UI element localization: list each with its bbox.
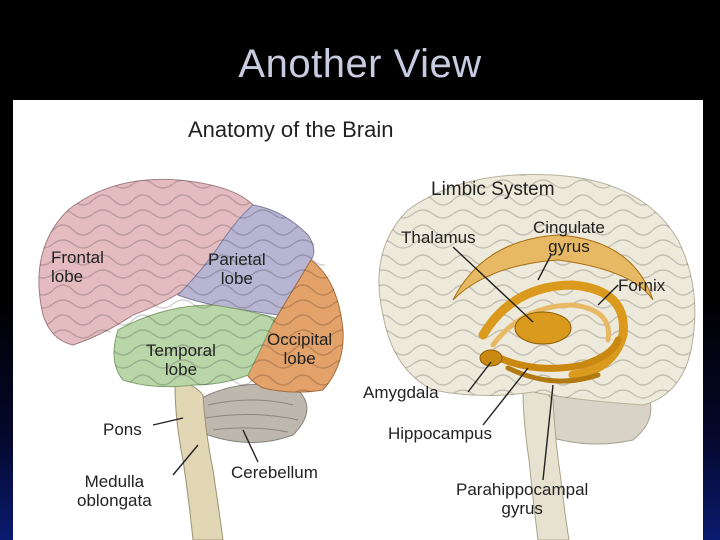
brain-illustrations [38,173,696,540]
label-parietal-lobe: Parietal lobe [208,250,266,288]
slide-title: Another View [238,42,482,86]
brainstem-shape [174,383,224,540]
anatomy-figure: Anatomy of the Brain Frontal lobe Pariet… [13,100,703,540]
limbic-system-heading: Limbic System [431,179,555,200]
diagram-heading: Anatomy of the Brain [188,117,394,142]
label-pons: Pons [103,420,142,439]
label-occipital-lobe: Occipital lobe [267,330,333,368]
hippocampus-shape [489,336,622,372]
right-brain [378,173,696,540]
left-brain [38,178,344,540]
label-cerebellum: Cerebellum [231,463,318,482]
label-hippocampus: Hippocampus [388,424,492,443]
cerebellum-shape [194,383,308,443]
label-parahippocampal-gyrus: Parahippocampal gyrus [456,480,589,518]
label-amygdala: Amygdala [363,383,439,402]
label-medulla-oblongata: Medulla oblongata [77,472,152,510]
leader-lines [152,246,619,481]
thalamus-shape [514,311,572,345]
label-fornix: Fornix [618,276,666,295]
label-thalamus: Thalamus [401,228,476,247]
cingulate-gyrus-shape [452,234,654,301]
label-cingulate-gyrus: Cingulate gyrus [533,218,605,256]
label-frontal-lobe: Frontal lobe [51,248,104,286]
label-temporal-lobe: Temporal lobe [146,341,216,379]
amygdala-shape [479,349,503,367]
right-brainstem [522,388,570,540]
parahippocampal-shape [505,365,601,384]
